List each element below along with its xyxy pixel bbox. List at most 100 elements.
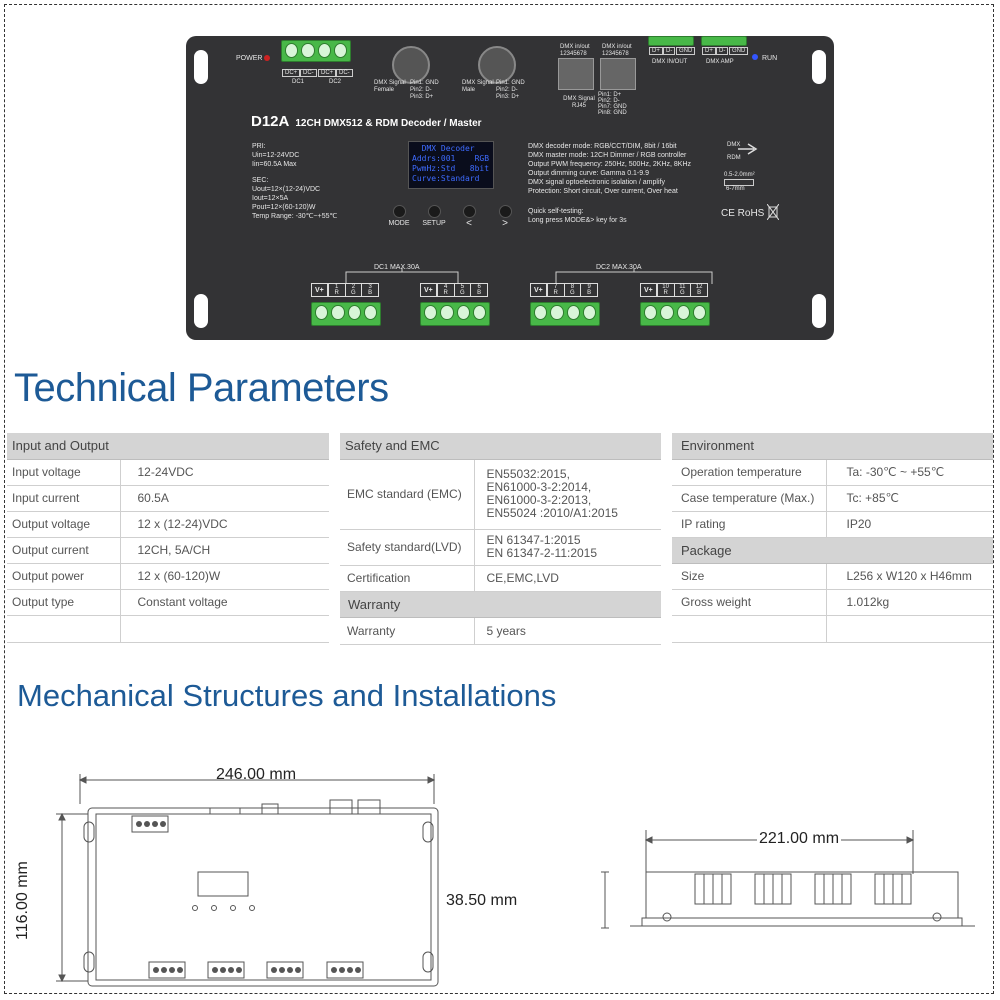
io-value: 12CH, 5A/CH [119, 537, 330, 564]
package-value: L256 x W120 x H46mm [825, 563, 994, 590]
depth-dimension: 38.50 mm [446, 892, 518, 909]
mounting-slot [194, 50, 208, 84]
sec-line: Iout=12×5A [252, 195, 289, 202]
io-value: 12 x (60-120)W [119, 563, 330, 590]
io-label: Input voltage [7, 459, 120, 486]
dmx-term: D- [716, 47, 729, 55]
env-value: Ta: -30℃ ~ +55℃ [825, 459, 994, 486]
feature-line: DMX master mode: 12CH Dimmer / RGB contr… [528, 152, 687, 159]
feature-line: DMX signal optoelectronic isolation / am… [528, 179, 665, 186]
io-header: Input and Output [7, 433, 330, 460]
pin-label: Pin2: D- [410, 87, 432, 93]
channel-color: B [368, 290, 373, 296]
dmx-term: D+ [649, 47, 663, 55]
emc-values: EN55032:2015, EN61000-3-2:2014, EN61000-… [473, 459, 661, 530]
side-width-dimension: 221.00 mm [757, 830, 842, 848]
dmx-inout-label: DMX IN/OUT [652, 59, 688, 65]
pri-line: PRI: [252, 143, 266, 150]
pin-label: Pin3: D+ [496, 94, 520, 100]
page-frame [4, 4, 994, 994]
io-value: 60.5A [119, 485, 330, 512]
run-led-icon [752, 54, 758, 60]
lvd-values: EN 61347-1:2015 EN 61347-2-11:2015 [473, 529, 661, 566]
rj45-b-label: DMX in/out [602, 44, 632, 50]
channel-color: R [443, 290, 448, 296]
package-label: Gross weight [672, 589, 826, 616]
channel-number: 7 [553, 284, 558, 290]
vplus-label: V+ [312, 284, 328, 296]
feature-line: Protection: Short circuit, Over current,… [528, 188, 678, 195]
setup-button[interactable] [428, 205, 441, 218]
rj45-pin: Pin1: D+ [598, 92, 622, 98]
emc-value: EN61000-3-2:2014, [486, 480, 592, 494]
channel-color: B [587, 290, 592, 296]
output-terminal-icon [420, 302, 490, 326]
warranty-header: Warranty [340, 591, 661, 618]
channel-color: G [570, 290, 575, 296]
package-header: Package [672, 537, 994, 564]
power-label: POWER [236, 55, 263, 62]
io-label: Input current [7, 485, 120, 512]
run-label: RUN [762, 55, 778, 62]
xlr-male-icon [478, 46, 516, 84]
package-value: 1.012kg [825, 589, 994, 616]
io-label: Output type [7, 589, 120, 616]
top-view-drawing [56, 774, 439, 987]
right-button[interactable] [499, 205, 512, 218]
left-button[interactable] [463, 205, 476, 218]
channel-color: B [477, 290, 482, 296]
power-terminal-icon [281, 40, 351, 62]
left-label: < [466, 218, 472, 229]
sec-line: Temp Range: -30℃~+55℃ [252, 213, 338, 220]
pin-label: Pin1: GND [496, 80, 525, 86]
weee-bin-icon [767, 204, 779, 220]
mechanical-title: Mechanical Structures and Installations [17, 678, 557, 713]
lvd-value: EN 61347-2-11:2015 [486, 546, 598, 560]
env-label: IP rating [672, 511, 826, 538]
mode-button[interactable] [393, 205, 406, 218]
dc2-label: DC2 [329, 79, 342, 85]
dmx-term: GND [676, 47, 696, 55]
env-value: IP20 [825, 511, 994, 538]
self-test-line: Quick self-testing: [528, 208, 584, 215]
power-led-icon [264, 55, 270, 61]
pri-line: Uin=12-24VDC [252, 152, 300, 159]
channel-color: R [663, 290, 668, 296]
channel-color: R [553, 290, 558, 296]
package-label: Size [672, 563, 826, 590]
env-label: Case temperature (Max.) [672, 485, 826, 512]
device-image: POWER RUN DC+ DC- DC+ DC- DC1 DC2 DMX Si… [186, 36, 834, 340]
emc-label: EMC standard (EMC) [340, 459, 474, 530]
oled-display: DMX Decoder Addrs:001 RGB PwmHz:Std 8bit… [408, 141, 494, 189]
rj45-label: DMX Signal RJ45 [563, 96, 595, 109]
rj45-port-icon [600, 58, 636, 90]
screen-line: Addrs:001 RGB [412, 154, 490, 163]
env-label: Operation temperature [672, 459, 826, 486]
dc-label: DC- [336, 69, 353, 77]
lvd-label: Safety standard(LVD) [340, 529, 474, 566]
cert-label: Certification [340, 565, 474, 592]
rj45-pin: Pin2: D- [598, 98, 620, 104]
sec-line: SEC: [252, 177, 269, 184]
self-test-line: Long press MODE&> key for 3s [528, 217, 627, 224]
mounting-slot [812, 50, 826, 84]
io-value: Constant voltage [119, 589, 330, 616]
sec-line: Uout=12×(12-24)VDC [252, 186, 321, 193]
dc1-label: DC1 [292, 79, 305, 85]
dmx-amp-label: DMX AMP [706, 59, 734, 65]
vplus-label: V+ [641, 284, 657, 296]
channel-color: G [460, 290, 465, 296]
channel-color: G [351, 290, 356, 296]
mode-label: MODE [388, 220, 410, 227]
feature-line: Output dimming curve: Gamma 0.1-9.9 [528, 170, 649, 177]
io-value [119, 615, 330, 643]
screen-line: DMX Decoder [412, 144, 475, 153]
lvd-value: EN 61347-1:2015 [486, 533, 581, 547]
